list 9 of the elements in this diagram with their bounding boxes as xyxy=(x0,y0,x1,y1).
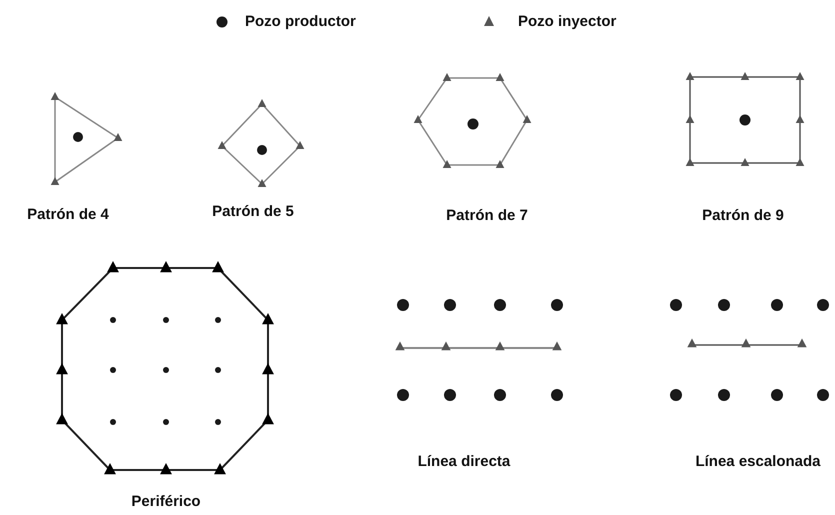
legend-label: Pozo inyector xyxy=(518,13,616,30)
pattern-caption: Línea escalonada xyxy=(695,453,821,470)
pattern-caption: Patrón de 9 xyxy=(702,207,784,224)
pattern-caption: Periférico xyxy=(131,493,201,510)
pattern-caption: Patrón de 5 xyxy=(212,203,294,220)
legend-label: Pozo productor xyxy=(245,13,356,30)
pattern-caption: Patrón de 4 xyxy=(27,206,109,223)
pattern-caption: Patrón de 7 xyxy=(446,207,528,224)
pattern-caption: Línea directa xyxy=(418,453,510,470)
